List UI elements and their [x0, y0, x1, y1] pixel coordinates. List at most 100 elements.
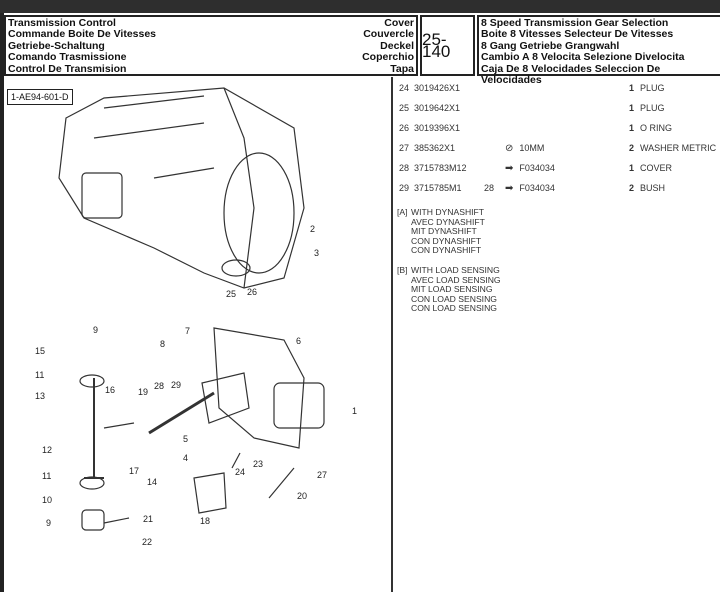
- desc-es: Caja De 8 Velocidades Seleccion De Veloc…: [481, 62, 661, 87]
- callout: 29: [171, 380, 181, 390]
- callout: 27: [317, 470, 327, 480]
- callout: 19: [138, 387, 148, 397]
- header-row: Getriebe-Schaltung Deckel: [8, 39, 414, 52]
- quantity: 2: [629, 143, 635, 153]
- reference-item: 28: [484, 183, 495, 193]
- callout: 18: [200, 516, 210, 526]
- part-fr: Couvercle: [363, 28, 414, 41]
- note-line: CON DYNASHIFT: [411, 245, 482, 256]
- part-note: [505, 123, 511, 134]
- callout: 28: [154, 381, 164, 391]
- item-number: 26: [399, 123, 410, 133]
- note-line: CON LOAD SENSING: [411, 293, 497, 304]
- callout: 9: [93, 325, 98, 335]
- note-key: [A]: [397, 207, 408, 217]
- description: PLUG: [640, 83, 665, 93]
- desc-de: 8 Gang Getriebe Grangwahl: [481, 39, 620, 52]
- diameter-icon: ⊘: [505, 143, 514, 154]
- title-de: Getriebe-Schaltung: [8, 39, 105, 52]
- callout-labels: 2 3 1 6 7 8 25 26 28 29 9 15 11 13 16 19…: [35, 224, 357, 547]
- desc-it: Cambio A 8 Velocita Selezione Divelocita: [481, 51, 685, 64]
- control-cover-assembly: [79, 327, 325, 531]
- description: BUSH: [640, 183, 666, 193]
- callout: 8: [160, 339, 165, 349]
- title-fr: Commande Boite De Vitesses: [8, 28, 157, 41]
- part-number: 385362X1: [414, 143, 456, 153]
- part-es: Tapa: [390, 62, 414, 75]
- quantity: 1: [629, 163, 635, 173]
- callout: 20: [297, 491, 307, 501]
- callout: 15: [35, 346, 45, 356]
- title-en: Transmission Control: [8, 17, 116, 29]
- item-number: 29: [399, 183, 410, 193]
- callout: 23: [253, 459, 263, 469]
- part-de: Deckel: [380, 39, 414, 52]
- quantity: 1: [629, 123, 635, 133]
- callout: 3: [314, 248, 319, 258]
- note-line: WITH DYNASHIFT: [411, 207, 485, 217]
- callout: 6: [296, 336, 301, 346]
- callout: 17: [129, 466, 139, 476]
- diagram-reference: 1-AE94-601-D: [7, 89, 73, 105]
- callout: 13: [35, 391, 45, 401]
- callout: 12: [42, 445, 52, 455]
- note-text: F034034: [519, 163, 555, 173]
- callout: 11: [35, 370, 44, 380]
- callout: 5: [183, 434, 188, 444]
- page-left-edge: [0, 13, 4, 592]
- note-line: WITH LOAD SENSING: [411, 264, 500, 275]
- description: O RING: [640, 123, 673, 133]
- note-line: MIT LOAD SENSING: [411, 284, 493, 295]
- callout: 11: [42, 471, 51, 481]
- part-number: 3715783M12: [414, 163, 467, 173]
- part-number: 3019426X1: [414, 83, 461, 93]
- part-note: ➡ F034034: [505, 163, 555, 174]
- arrow-right-icon: ➡: [505, 163, 514, 174]
- callout: 10: [42, 495, 52, 505]
- callout: 14: [147, 477, 157, 487]
- column-divider: [391, 77, 393, 592]
- callout: 22: [142, 537, 152, 547]
- arrow-right-icon: ➡: [505, 183, 514, 194]
- description: PLUG: [640, 103, 665, 113]
- callout: 9: [46, 518, 51, 528]
- note-line: AVEC DYNASHIFT: [411, 216, 485, 227]
- callout: 21: [143, 514, 153, 524]
- exploded-diagram: 2 3 1 6 7 8 25 26 28 29 9 15 11 13 16 19…: [35, 87, 357, 547]
- item-number: 25: [399, 103, 410, 113]
- note-line: AVEC LOAD SENSING: [411, 274, 501, 285]
- title-it: Comando Trasmissione: [8, 51, 127, 64]
- desc-fr: Boite 8 Vitesses Selecteur De Vitesses: [481, 28, 674, 41]
- section-number: 25-140: [420, 15, 475, 76]
- callout: 24: [235, 467, 245, 477]
- callout: 16: [105, 385, 115, 395]
- note-line: MIT DYNASHIFT: [411, 226, 477, 237]
- callout: 1: [352, 406, 357, 416]
- note-text: 10MM: [519, 143, 545, 153]
- note-key: [B]: [397, 264, 408, 275]
- part-number: 3715785M1: [414, 183, 462, 193]
- note-line: CON LOAD SENSING: [411, 303, 497, 314]
- callout: 26: [247, 287, 257, 297]
- transmission-housing: [58, 87, 305, 289]
- part-it: Coperchio: [362, 51, 414, 64]
- part-note: [505, 103, 511, 114]
- quantity: 2: [629, 183, 635, 193]
- part-note: ⊘ 10MM: [505, 143, 544, 154]
- callout: 4: [183, 453, 188, 463]
- window-top-bar: [0, 0, 720, 13]
- note-line: CON DYNASHIFT: [411, 235, 482, 246]
- quantity: 1: [629, 103, 635, 113]
